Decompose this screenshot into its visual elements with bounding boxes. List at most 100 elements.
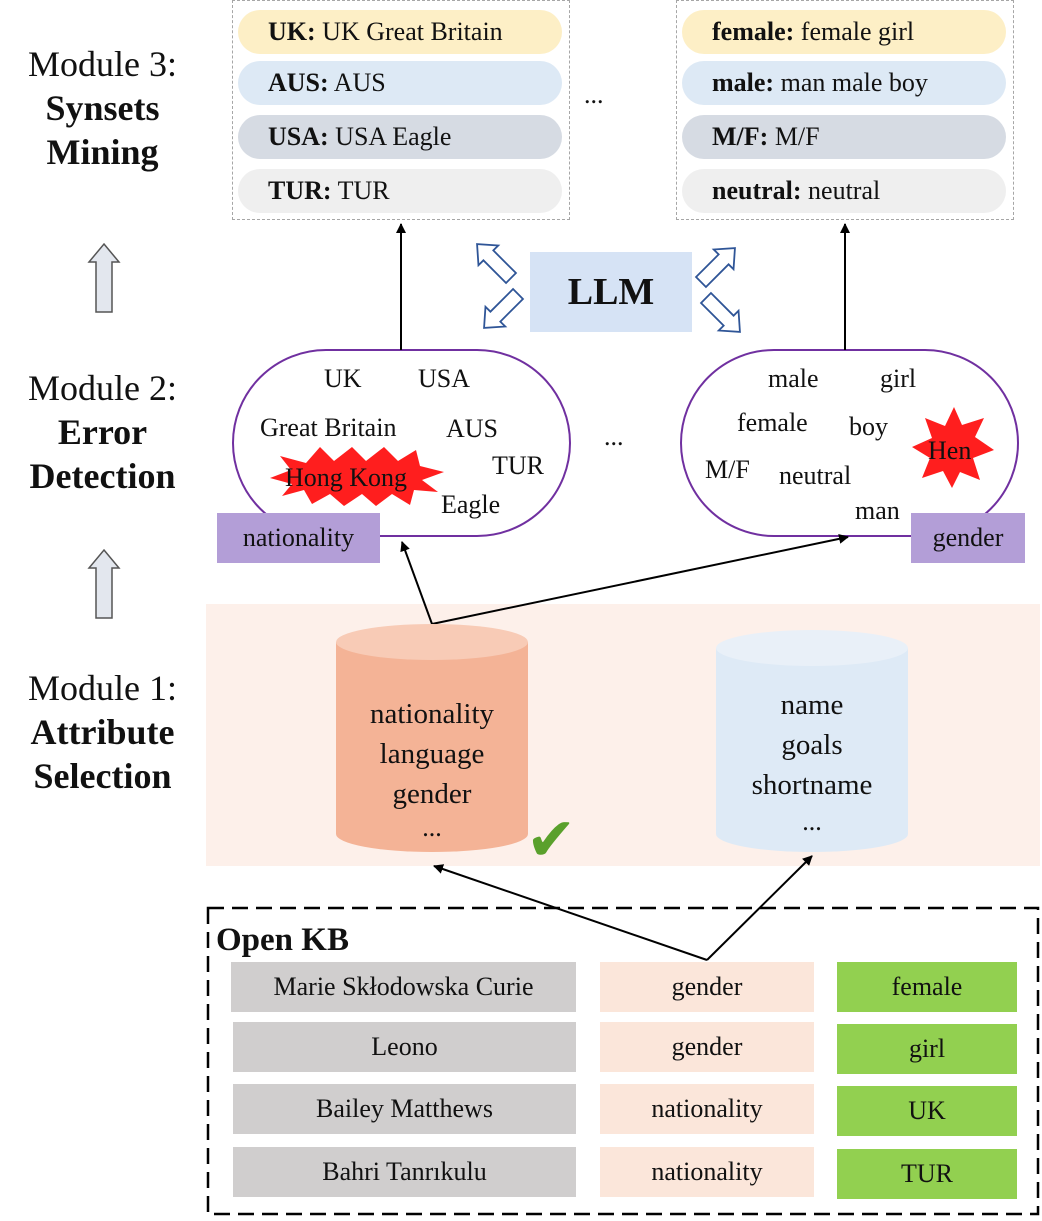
kb-value: TUR	[837, 1149, 1017, 1199]
arrow-kb-to-other-db	[706, 855, 813, 961]
module2-line3: Detection	[29, 456, 176, 496]
llm-link-right-lower	[699, 291, 741, 333]
module3-line1: Module 3:	[28, 44, 177, 84]
kb-attribute: gender	[600, 1022, 814, 1072]
synset-key: M/F:	[712, 122, 769, 151]
synset-key: UK:	[268, 17, 316, 46]
cluster-left-word: Great Britain	[260, 413, 397, 442]
tag-gender: gender	[911, 513, 1025, 563]
synset-values: TUR	[337, 176, 390, 205]
cluster-left-word: Eagle	[441, 490, 501, 519]
up-arrow-upper	[87, 242, 121, 313]
module2-line1: Module 2:	[28, 368, 177, 408]
arrow-db-to-nationality	[400, 541, 433, 625]
module1-label: Module 1: Attribute Selection	[0, 666, 205, 798]
synset-ellipsis: ...	[584, 80, 604, 109]
cluster-left-word: UK	[324, 364, 362, 393]
module1-line2: Attribute	[30, 712, 175, 752]
db-selected-item: gender	[392, 778, 472, 810]
db-selected-cylinder	[336, 624, 528, 852]
cluster-right-word: male	[768, 364, 819, 393]
db-selected-item: nationality	[369, 698, 495, 730]
cluster-right-word: man	[855, 496, 900, 525]
cluster-left-word: USA	[418, 364, 471, 393]
llm-link-left-upper	[476, 243, 518, 285]
open-kb-box	[206, 906, 1040, 1216]
synset-key: male:	[712, 68, 775, 97]
error-star-right	[912, 407, 994, 488]
kb-subject: Marie Skłodowska Curie	[231, 962, 576, 1012]
db-other-cylinder	[716, 630, 908, 852]
open-kb-title: Open KB	[216, 922, 349, 958]
module1-line1: Module 1:	[28, 668, 177, 708]
synset-pill-right-3: neutral: neutral	[682, 169, 1006, 213]
db-selected-item: ...	[422, 813, 442, 842]
up-arrow-lower	[87, 548, 121, 619]
module2-line2: Error	[57, 412, 148, 452]
arrow-kb-to-selected-db	[433, 864, 708, 961]
kb-value: female	[837, 962, 1017, 1012]
synset-key: neutral:	[712, 176, 802, 205]
cluster-right-error: Hen	[928, 436, 972, 465]
kb-subject: Leono	[233, 1022, 576, 1072]
cluster-left-word: TUR	[492, 451, 544, 480]
synset-box-right	[676, 0, 1014, 220]
synset-pill-left-3: TUR: TUR	[238, 169, 562, 213]
cluster-right-word: neutral	[779, 461, 852, 490]
db-other-item: goals	[781, 729, 843, 761]
kb-attribute: nationality	[600, 1147, 814, 1197]
db-selected-contents: nationality language gender ...	[336, 694, 528, 842]
error-star-left	[270, 447, 444, 506]
synset-pill-right-1: male: man male boy	[682, 61, 1006, 105]
llm-box: LLM	[530, 252, 692, 332]
llm-label: LLM	[567, 271, 655, 313]
synset-box-left	[232, 0, 570, 220]
module2-label: Module 2: Error Detection	[0, 366, 205, 498]
module3-line2: Synsets	[45, 88, 160, 128]
db-other-item: ...	[802, 807, 822, 836]
module3-line3: Mining	[46, 132, 159, 172]
synset-values: M/F	[774, 122, 820, 151]
synset-pill-right-0: female: female girl	[682, 10, 1006, 54]
cluster-ellipsis: ...	[604, 422, 624, 451]
module3-label: Module 3: Synsets Mining	[0, 42, 205, 174]
synset-pill-left-2: USA: USA Eagle	[238, 115, 562, 159]
synset-key: female:	[712, 17, 795, 46]
synset-values: female girl	[800, 17, 915, 46]
kb-subject: Bailey Matthews	[233, 1084, 576, 1134]
db-selected-item: language	[379, 738, 485, 770]
cluster-outline-left	[232, 349, 571, 537]
synset-pill-right-2: M/F: M/F	[682, 115, 1006, 159]
cluster-outline-right	[680, 349, 1019, 537]
check-icon: ✔	[526, 805, 577, 875]
synset-values: man male boy	[780, 68, 928, 97]
cluster-right-word: boy	[849, 412, 888, 441]
cluster-right-word: girl	[880, 364, 917, 393]
cluster-right-word: female	[737, 408, 808, 437]
kb-attribute: gender	[600, 962, 814, 1012]
cluster-left-error: Hong Kong	[285, 463, 408, 492]
llm-link-left-lower	[483, 287, 525, 329]
db-other-contents: name goals shortname ...	[716, 685, 908, 839]
arrow-db-to-gender	[431, 533, 849, 625]
db-other-item: shortname	[751, 769, 873, 801]
synset-key: AUS:	[268, 68, 329, 97]
synset-pill-left-0: UK: UK Great Britain	[238, 10, 562, 54]
kb-subject: Bahri Tanrıkulu	[233, 1147, 576, 1197]
synset-values: neutral	[808, 176, 881, 205]
tag-nationality: nationality	[217, 513, 380, 563]
kb-value: UK	[837, 1086, 1017, 1136]
kb-value: girl	[837, 1024, 1017, 1074]
synset-values: UK Great Britain	[322, 17, 503, 46]
llm-link-right-upper	[694, 247, 736, 289]
synset-values: USA Eagle	[335, 122, 452, 151]
synset-key: TUR:	[268, 176, 332, 205]
db-other-item: name	[780, 689, 844, 721]
kb-attribute: nationality	[600, 1084, 814, 1134]
synset-key: USA:	[268, 122, 329, 151]
synset-pill-left-1: AUS: AUS	[238, 61, 562, 105]
synset-values: AUS	[333, 68, 386, 97]
module1-line3: Selection	[33, 756, 172, 796]
